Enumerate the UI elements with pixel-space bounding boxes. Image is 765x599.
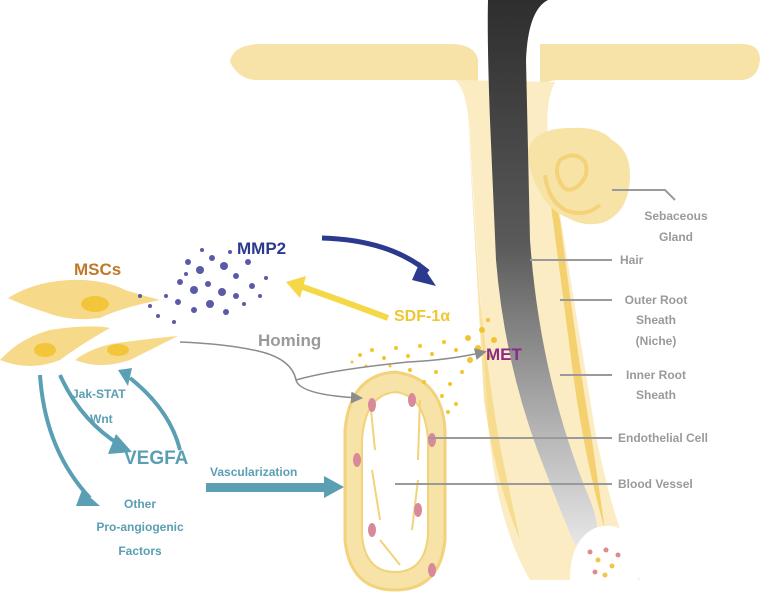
ors-label-1: Outer Root: [625, 293, 688, 307]
arrows: [38, 235, 487, 506]
pro-angiogenic-label: Pro-angiogenic: [96, 520, 184, 534]
hair-shaft: [487, 0, 598, 545]
hair-label: Hair: [620, 253, 644, 267]
msc-label: MSCs: [74, 260, 121, 279]
sdf-arrow: [299, 283, 390, 321]
sdf-label: SDF-1α: [394, 308, 450, 325]
vegfa-label: VEGFA: [124, 448, 189, 469]
endothelial-nucleus: [408, 393, 416, 407]
dermal-papilla: [570, 525, 639, 582]
labels: MSCs MMP2 SDF-1α Homing MET Jak-STAT Wnt…: [72, 209, 708, 558]
sebaceous-gland-shape: [528, 127, 630, 225]
other-label: Other: [124, 497, 156, 511]
vascularization-arrow: [206, 483, 324, 492]
ors-label-2: Sheath: [636, 313, 676, 327]
homing-arrow-vessel: [179, 341, 363, 404]
mmp2-arrow: [321, 235, 430, 274]
irs-label-2: Sheath: [636, 388, 676, 402]
endothelial-nucleus: [428, 563, 436, 577]
epidermis: [230, 44, 760, 88]
endothelial-nucleus: [368, 398, 376, 412]
other-factors-arrow: [38, 374, 92, 500]
homing-arrow-met: [295, 348, 487, 381]
vegfa-feedback-arrow: [128, 376, 182, 451]
endothelial-label: Endothelial Cell: [618, 431, 708, 445]
endothelial-nucleus: [368, 523, 376, 537]
sdf-particles: [350, 318, 497, 414]
blood-vessel-label: Blood Vessel: [618, 477, 693, 491]
factors-label: Factors: [118, 544, 162, 558]
endothelial-nucleus: [428, 433, 436, 447]
sebaceous-label-1: Sebaceous: [644, 209, 708, 223]
callout-lines: [395, 189, 676, 485]
jak-arrow: [58, 374, 122, 447]
endothelial-nucleus: [414, 503, 422, 517]
mmp2-label: MMP2: [237, 239, 286, 258]
met-label: MET: [486, 345, 523, 364]
irs-label-1: Inner Root: [626, 368, 686, 382]
jak-stat-label: Jak-STAT: [72, 387, 126, 401]
endothelial-nucleus: [353, 453, 361, 467]
blood-vessel: [343, 370, 447, 592]
msc-cells: [0, 279, 178, 366]
mmp2-particles: [138, 248, 268, 324]
wnt-label: Wnt: [90, 412, 113, 426]
sebaceous-label-2: Gland: [659, 230, 693, 244]
homing-label: Homing: [258, 331, 321, 350]
ors-label-3: (Niche): [636, 334, 677, 348]
vascularization-label: Vascularization: [210, 465, 297, 479]
